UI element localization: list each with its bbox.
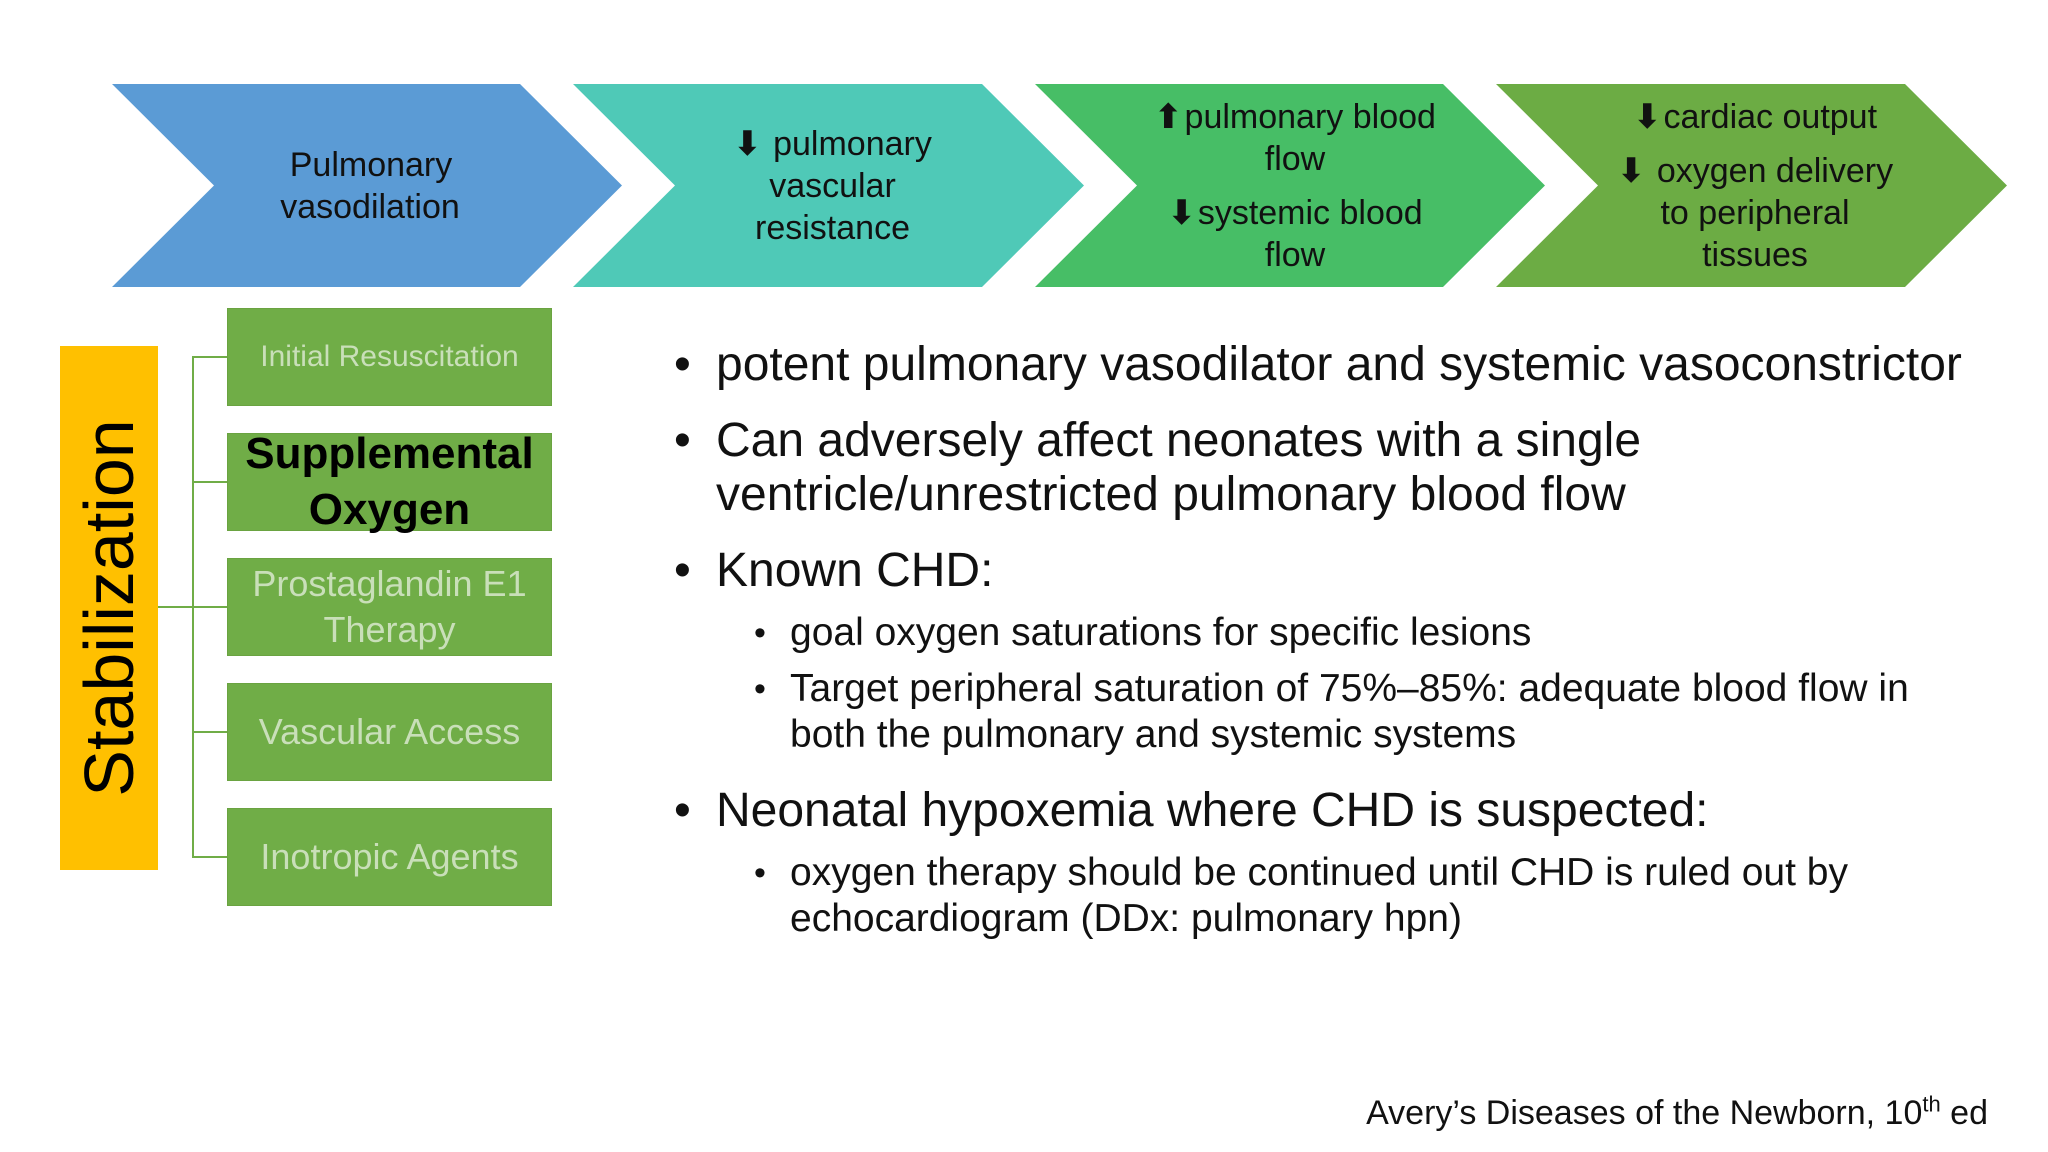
chevron-1	[112, 84, 622, 287]
bullet-list: potent pulmonary vasodilator and systemi…	[674, 338, 1974, 968]
connector-root	[158, 606, 192, 608]
chevron-3-text: ⬆pulmonary blood flow ⬇systemic blood fl…	[1150, 84, 1440, 287]
down-arrow-icon: ⬇	[733, 124, 762, 163]
connector-branch-3	[192, 606, 227, 608]
chevron-3-line-1: ⬆pulmonary blood flow	[1150, 96, 1440, 180]
chevron-label: Pulmonary vasodilation	[280, 145, 460, 226]
chevron-1-line-1: Pulmonary vasodilation	[230, 144, 510, 228]
bullet-neonatal-hypoxemia: Neonatal hypoxemia where CHD is suspecte…	[674, 784, 1974, 838]
chevron-label: pulmonary vascular resistance	[755, 124, 932, 247]
stabilization-item-inotropic-agents: Inotropic Agents	[227, 808, 552, 906]
chevron-label: oxygen delivery to peripheral tissues	[1656, 151, 1894, 274]
connector-branch-4	[192, 731, 227, 733]
subbullet-goal-saturations: goal oxygen saturations for specific les…	[754, 610, 1974, 656]
stabilization-item-label: Supplemental Oxygen	[245, 429, 534, 534]
chevron-2-text: ⬇ pulmonary vascular resistance	[695, 84, 970, 287]
stabilization-label: Stabilization	[70, 419, 148, 797]
citation-superscript: th	[1922, 1091, 1941, 1117]
bullet-known-chd: Known CHD:	[674, 544, 1974, 598]
chevron-label: systemic blood flow	[1197, 193, 1423, 274]
chevron-2	[573, 84, 1084, 287]
chevron-2-line-1: ⬇ pulmonary vascular resistance	[695, 123, 970, 249]
stabilization-bar	[60, 346, 158, 870]
chevron-4-text: ⬇cardiac output ⬇ oxygen delivery to per…	[1605, 84, 1905, 287]
chevron-label: cardiac output	[1663, 97, 1878, 136]
hypoxemia-subbullets: oxygen therapy should be continued until…	[674, 850, 1974, 942]
subbullet-target-saturation: Target peripheral saturation of 75%–85%:…	[754, 666, 1974, 758]
down-arrow-icon: ⬇	[1167, 193, 1196, 232]
up-arrow-icon: ⬆	[1154, 97, 1183, 136]
process-chevron-flow	[112, 84, 2007, 287]
chevron-4-line-1: ⬇cardiac output	[1633, 96, 1877, 138]
stabilization-item-supplemental-oxygen: Supplemental Oxygen	[227, 429, 552, 534]
stabilization-item-prostaglandin: Prostaglandin E1 Therapy	[227, 558, 552, 656]
citation-text: Avery’s Diseases of the Newborn, 10	[1366, 1094, 1923, 1132]
connector-branch-1	[192, 356, 227, 358]
stabilization-item-label: Vascular Access	[258, 711, 521, 752]
down-arrow-icon: ⬇	[1632, 97, 1662, 136]
stabilization-item-label: Inotropic Agents	[260, 836, 519, 877]
known-chd-subbullets: goal oxygen saturations for specific les…	[674, 610, 1974, 758]
chevron-3-line-2: ⬇systemic blood flow	[1150, 192, 1440, 276]
citation: Avery’s Diseases of the Newborn, 10th ed	[1366, 1091, 1988, 1133]
chevron-3	[1035, 84, 1545, 287]
stabilization-item-label: Initial Resuscitation	[260, 340, 519, 373]
stabilization-item-label: Prostaglandin E1 Therapy	[252, 563, 527, 650]
connector-branch-2	[192, 481, 227, 483]
connector-branch-5	[192, 856, 227, 858]
chevron-1-text: Pulmonary vasodilation	[230, 84, 510, 287]
chevron-label: pulmonary blood flow	[1184, 97, 1436, 178]
stabilization-item-vascular-access: Vascular Access	[227, 683, 552, 781]
bullet-potent-vasodilator: potent pulmonary vasodilator and systemi…	[674, 338, 1974, 392]
bullet-single-ventricle: Can adversely affect neonates with a sin…	[674, 414, 1974, 522]
stabilization-item-initial-resuscitation: Initial Resuscitation	[227, 308, 552, 406]
chevron-4	[1496, 84, 2007, 287]
chevron-4-line-2: ⬇ oxygen delivery to peripheral tissues	[1605, 150, 1905, 276]
citation-suffix: ed	[1940, 1094, 1988, 1132]
down-arrow-icon: ⬇	[1616, 151, 1646, 190]
subbullet-oxygen-therapy: oxygen therapy should be continued until…	[754, 850, 1974, 942]
